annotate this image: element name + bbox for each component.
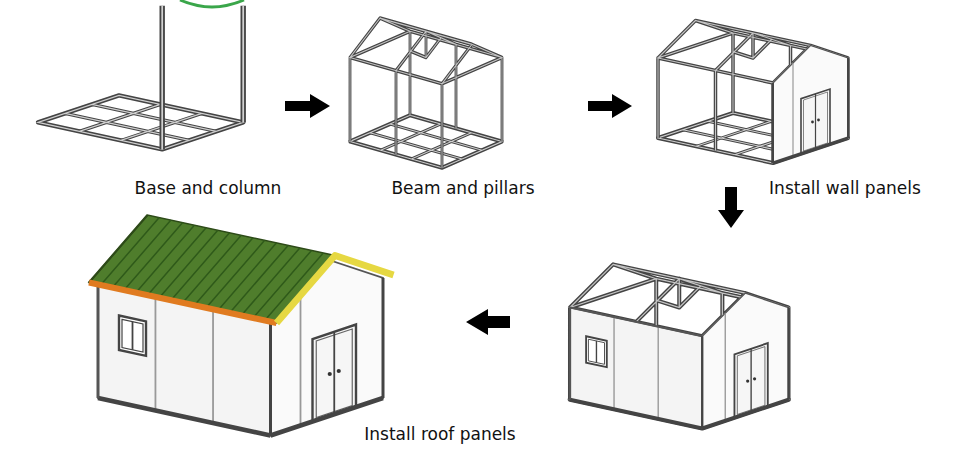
step-node: Install wall panels	[632, 5, 860, 165]
flow-arrow	[285, 94, 330, 118]
step-node: Base and column	[35, 5, 285, 165]
column	[162, 6, 243, 150]
step-caption: Install wall panels	[769, 178, 921, 198]
beam-and-pillars-figure	[350, 18, 502, 168]
base-and-column-figure	[38, 6, 243, 150]
step-caption: Install roof panels	[364, 424, 515, 444]
step-node: Install roof panels	[95, 205, 390, 440]
down-arrow	[718, 187, 744, 228]
step-caption: Beam and pillars	[391, 178, 534, 198]
step-caption: Base and column	[135, 178, 282, 198]
long-wall-with-window	[570, 308, 702, 429]
flow-arrow	[588, 94, 632, 118]
column-highlight	[162, 6, 243, 150]
floor-frame	[350, 115, 502, 168]
floor-frame	[38, 95, 243, 149]
left-arrow	[466, 309, 510, 335]
step-node: Beam and pillars	[330, 5, 588, 165]
finished-house-figure	[89, 215, 394, 436]
steel-frame	[658, 21, 848, 164]
walls-complete-figure	[570, 264, 789, 428]
wall-panels-figure	[658, 21, 848, 164]
steel-frame	[350, 18, 502, 168]
green-badge-arc	[180, 0, 244, 7]
steel-frame	[570, 264, 789, 428]
gable-wall-with-door	[773, 46, 848, 164]
gable-wall-with-door	[702, 293, 788, 428]
roof-panels	[89, 215, 394, 323]
